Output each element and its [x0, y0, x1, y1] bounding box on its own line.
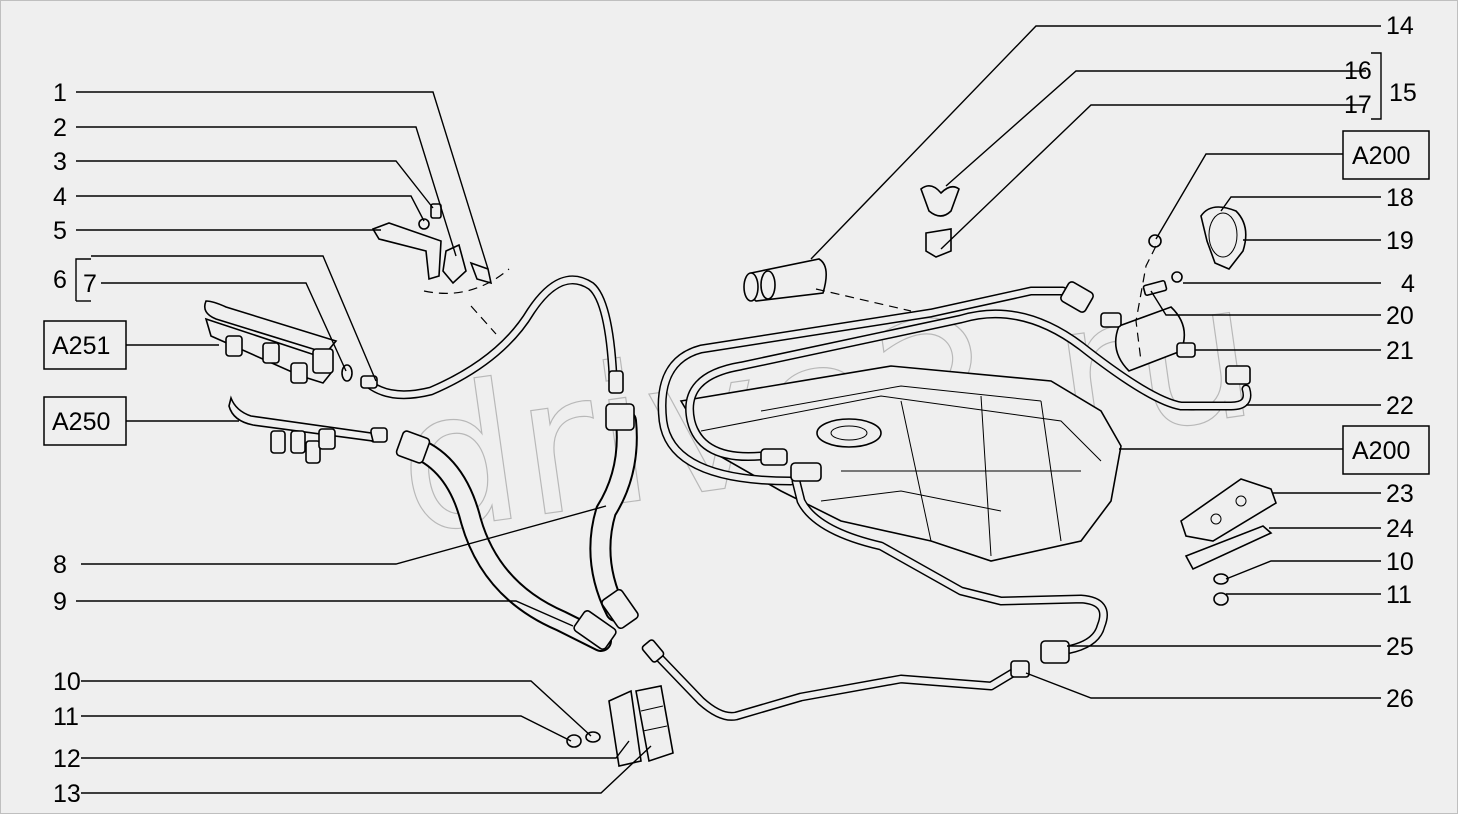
callout-10-right: 10 — [1386, 548, 1414, 576]
callout-4: 4 — [53, 183, 67, 211]
connector-25 — [1040, 640, 1070, 664]
callout-5: 5 — [53, 217, 67, 245]
hose-piece-14 — [743, 258, 912, 312]
callout-26: 26 — [1386, 685, 1414, 713]
fuel-tank — [679, 365, 1122, 562]
ref-box-a200-top-label: A200 — [1352, 142, 1410, 170]
callout-15: 15 — [1389, 79, 1417, 107]
callout-7: 7 — [83, 270, 97, 298]
clip-12-13 — [566, 685, 674, 767]
callout-18: 18 — [1386, 184, 1414, 212]
tank-connector — [790, 462, 822, 482]
ref-box-a250[interactable]: A250 — [43, 396, 127, 446]
callout-1: 1 — [53, 79, 67, 107]
ref-box-a200-top[interactable]: A200 — [1342, 130, 1430, 180]
fuel-rail-lower — [228, 395, 375, 464]
ref-box-a251-label: A251 — [52, 332, 110, 360]
callout-12: 12 — [53, 745, 81, 773]
callout-9: 9 — [53, 588, 67, 616]
callout-17: 17 — [1344, 91, 1372, 119]
ref-box-a251[interactable]: A251 — [43, 320, 127, 370]
callout-3: 3 — [53, 148, 67, 176]
callout-25: 25 — [1386, 633, 1414, 661]
callout-22: 22 — [1386, 392, 1414, 420]
fuel-rail-upper — [203, 300, 338, 384]
callout-20: 20 — [1386, 302, 1414, 330]
brackets-23-24 — [1180, 478, 1277, 606]
callout-6: 6 — [53, 266, 67, 294]
leader-lines — [75, 25, 1382, 794]
clips-16-17 — [920, 185, 960, 258]
callout-24: 24 — [1386, 515, 1414, 543]
tank-pipes — [648, 286, 1252, 721]
callout-2: 2 — [53, 114, 67, 142]
ref-box-a250-label: A250 — [52, 408, 110, 436]
callout-16: 16 — [1344, 57, 1372, 85]
callouts-left: 1 2 3 4 5 6 7 8 9 10 11 12 13 — [53, 79, 97, 808]
callouts-right: 14 16 17 15 18 19 4 20 21 22 23 24 10 11… — [1344, 12, 1417, 713]
callout-4-right: 4 — [1401, 270, 1415, 298]
callout-13: 13 — [53, 780, 81, 808]
bracket-assembly — [371, 203, 510, 335]
callout-11: 11 — [53, 703, 79, 731]
fuel-filter — [1060, 206, 1251, 385]
ref-box-a200-bottom-label: A200 — [1352, 437, 1410, 465]
callout-14: 14 — [1386, 12, 1414, 40]
callout-10: 10 — [53, 668, 81, 696]
connector-26 — [1010, 660, 1030, 678]
tank-connector-2 — [760, 448, 788, 466]
callout-21: 21 — [1386, 337, 1414, 365]
callout-23: 23 — [1386, 480, 1414, 508]
callout-8: 8 — [53, 551, 67, 579]
rubber-hoses — [341, 275, 665, 663]
ref-box-a200-bottom[interactable]: A200 — [1342, 425, 1430, 475]
callout-19: 19 — [1386, 227, 1414, 255]
callout-11-right: 11 — [1386, 581, 1412, 609]
